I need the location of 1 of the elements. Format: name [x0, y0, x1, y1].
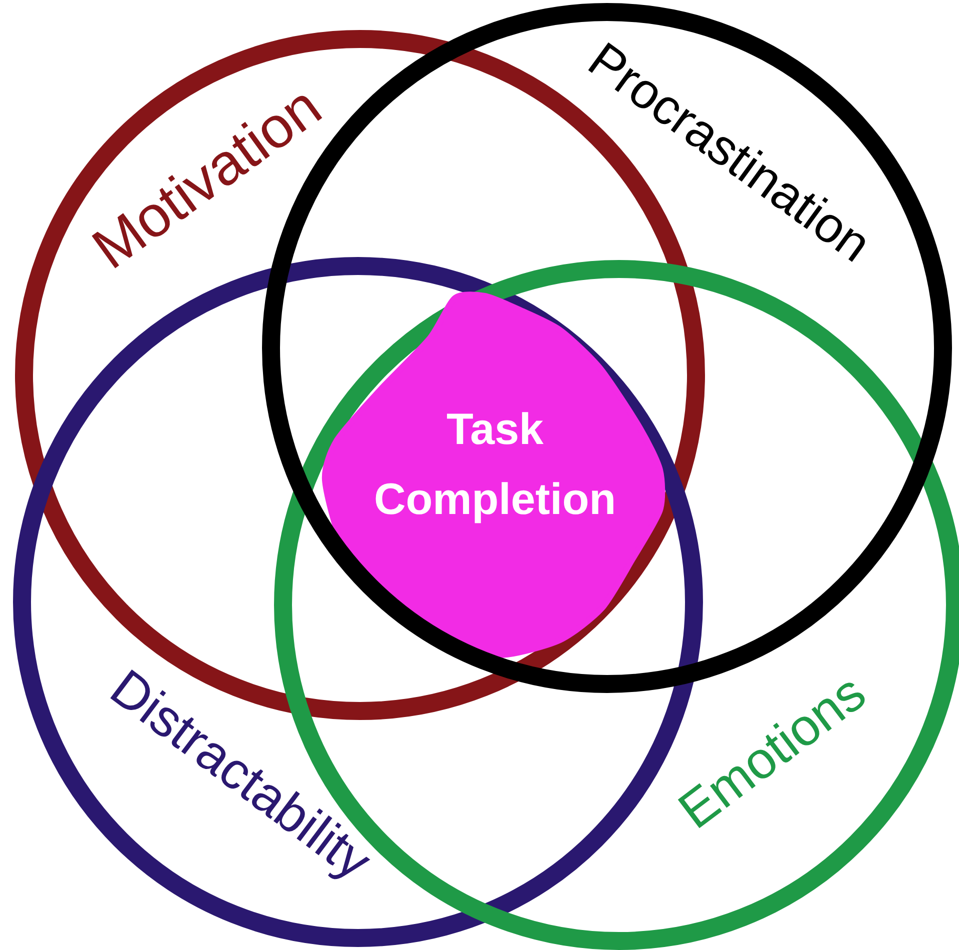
node-label: Task Completion: [373, 404, 617, 526]
